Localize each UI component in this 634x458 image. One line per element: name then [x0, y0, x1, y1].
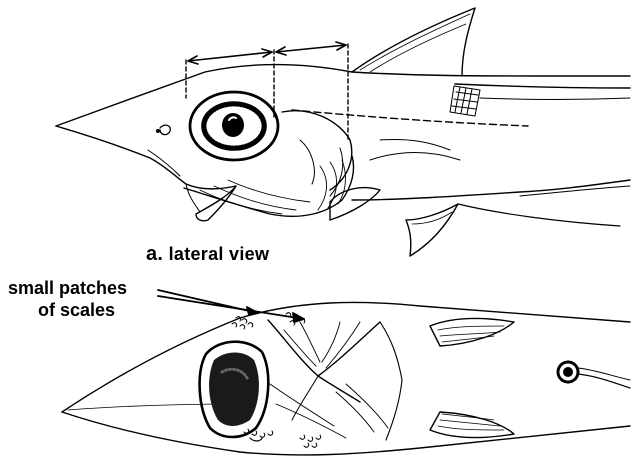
- eye-ventral: [200, 342, 269, 441]
- scale-patch-lateral: [450, 86, 480, 116]
- panel-a-caption: a. lateral view: [146, 244, 269, 264]
- panel-a-title: lateral view: [169, 244, 270, 264]
- scale-patches-label-line2: of scales: [38, 301, 115, 319]
- vent-opening: [558, 362, 630, 388]
- eye-lateral: [190, 92, 278, 160]
- lateral-view-drawing: [56, 8, 630, 256]
- annotation-arrows: [158, 290, 304, 322]
- ventral-view-drawing: [62, 290, 630, 455]
- pectoral-fin-lower: [430, 412, 514, 437]
- panel-a-letter: a.: [146, 243, 163, 265]
- pelvic-fin-lateral: [406, 204, 458, 256]
- scale-patches-label-line1: small patches: [8, 279, 127, 297]
- dorsal-fin: [352, 8, 475, 76]
